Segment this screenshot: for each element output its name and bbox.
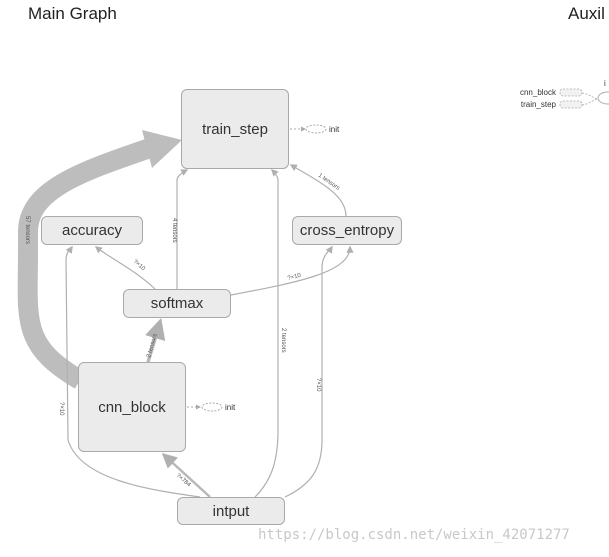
init-node-cnn	[201, 402, 223, 412]
aux-node-cnn-block	[559, 88, 583, 97]
aux-edge-2	[581, 98, 599, 106]
node-intput[interactable]: intput	[177, 497, 285, 525]
node-label-cnn-block: cnn_block	[98, 398, 166, 416]
edge-label-input-to-train: 2 tensors	[280, 328, 286, 353]
edge-input-to-cross	[284, 245, 333, 498]
aux-label-train-step: train_step	[521, 100, 557, 109]
edge-cnn-to-train-arrowhead	[142, 130, 182, 168]
edge-label-cnn-to-softmax: 2 tensors	[146, 333, 159, 358]
edge-label-input-to-cross: ?×10	[315, 378, 321, 392]
edge-input-to-accuracy	[65, 245, 201, 498]
aux-label-cnn-block: cnn_block	[520, 88, 557, 97]
edge-label-softmax-to-train: 4 tensors	[171, 218, 177, 243]
node-accuracy[interactable]: accuracy	[41, 216, 143, 245]
edge-softmax-to-accuracy	[94, 246, 156, 290]
node-label-train-step: train_step	[202, 120, 268, 138]
node-label-cross-entropy: cross_entropy	[299, 222, 395, 239]
init-label-train: init	[329, 125, 340, 134]
edge-cross-to-train	[289, 164, 347, 217]
watermark: https://blog.csdn.net/weixin_42071277	[258, 527, 570, 543]
init-node-train	[305, 124, 327, 134]
node-label-intput: intput	[212, 502, 250, 520]
node-label-softmax: softmax	[150, 295, 204, 312]
aux-edge-1	[581, 92, 599, 100]
edge-label-softmax-to-cross: ?×10	[287, 273, 302, 282]
node-cross-entropy[interactable]: cross_entropy	[292, 216, 402, 245]
edge-cnn-to-softmax	[145, 317, 166, 363]
auxiliary-title: Auxil	[568, 4, 605, 23]
edge-softmax-to-cross	[230, 245, 354, 296]
edge-label-input-to-cnn: ?×784	[175, 473, 192, 489]
edge-label-softmax-to-accuracy: ?×10	[132, 259, 147, 273]
aux-node-train-step	[559, 100, 583, 109]
node-cnn-block[interactable]: cnn_block	[78, 362, 186, 452]
aux-init-node	[597, 91, 609, 105]
edge-cnn-to-train	[17, 138, 154, 389]
node-label-accuracy: accuracy	[61, 222, 123, 239]
edge-label-cnn-to-train: 57 tensors	[24, 216, 30, 244]
aux-init-label: i	[604, 79, 606, 88]
init-label-cnn: init	[225, 403, 236, 412]
edge-label-input-to-accuracy: ?×10	[58, 402, 64, 416]
node-train-step[interactable]: train_step	[181, 89, 289, 169]
node-softmax[interactable]: softmax	[123, 289, 231, 318]
edge-softmax-to-train	[176, 169, 189, 289]
edge-input-to-cnn	[161, 452, 211, 498]
main-graph-title: Main Graph	[28, 4, 117, 23]
edge-input-to-train	[254, 168, 279, 498]
